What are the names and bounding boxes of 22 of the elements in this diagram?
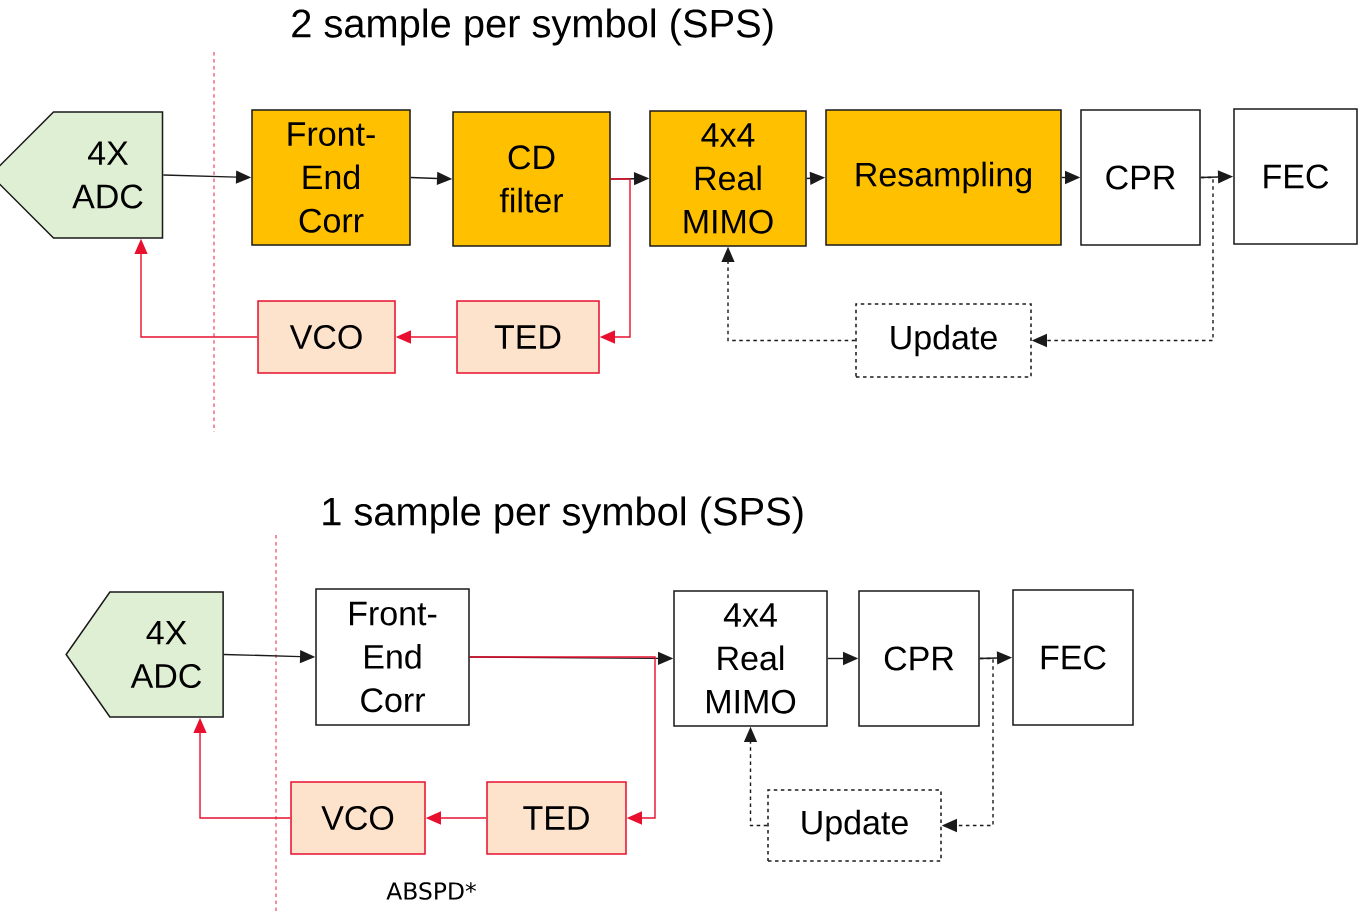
dashed-box: Update bbox=[855, 303, 1032, 378]
process-box: Front- End Corr bbox=[251, 109, 411, 246]
process-box: TED bbox=[486, 781, 627, 855]
process-box: 4x4 Real MIMO bbox=[649, 110, 807, 247]
converter-block: 4X ADC bbox=[65, 591, 224, 718]
process-box: FEC bbox=[1012, 589, 1134, 726]
process-box: FEC bbox=[1233, 108, 1358, 245]
process-box: VCO bbox=[257, 300, 396, 374]
process-box: CPR bbox=[1080, 109, 1201, 246]
process-box: TED bbox=[456, 300, 600, 374]
arrow bbox=[469, 656, 656, 825]
process-box: Resampling bbox=[825, 109, 1062, 246]
note-text: ABSPD* bbox=[386, 882, 476, 900]
process-box: CPR bbox=[858, 590, 980, 727]
process-box: 4x4 Real MIMO bbox=[673, 590, 828, 727]
process-box: Front- End Corr bbox=[315, 588, 470, 726]
dashed-box: Update bbox=[767, 789, 942, 862]
converter-block: 4X ADC bbox=[0, 111, 164, 239]
section-title: 2 sample per symbol (SPS) bbox=[292, 8, 773, 46]
section-title: 1 sample per symbol (SPS) bbox=[323, 496, 803, 534]
process-box: CD filter bbox=[452, 111, 611, 247]
process-box: VCO bbox=[290, 781, 426, 855]
